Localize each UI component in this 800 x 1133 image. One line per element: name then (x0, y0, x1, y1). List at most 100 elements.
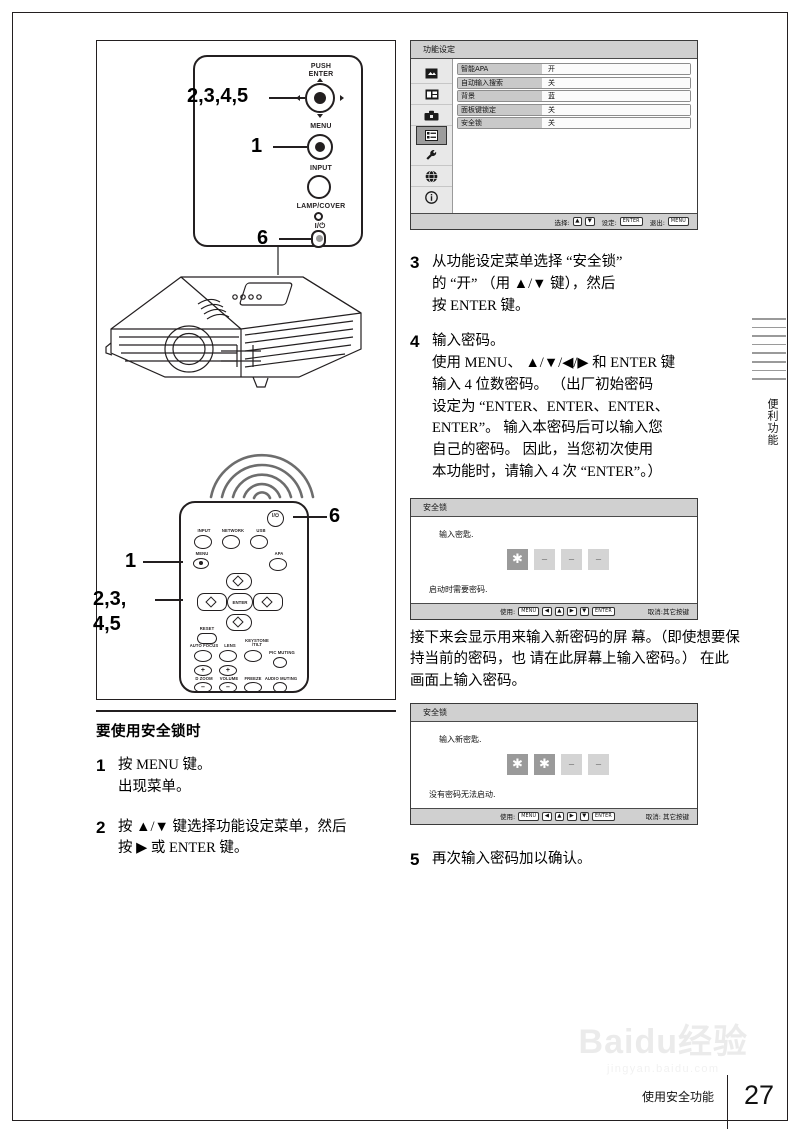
menu-label: MENU (310, 123, 332, 130)
osd-menu-body: 智能APA 开 自动输入搜索 关 背景 蓝 面板键锁定 关 安全锁 关 (411, 59, 697, 213)
right-step-5-line-1: 再次输入密码加以确认。 (432, 850, 592, 867)
right-step-4: 4 输入密码。 使用 MENU、 ▲/▼/◀/▶ 和 ENTER 键 输入 4 … (410, 331, 740, 483)
picture-icon[interactable] (411, 63, 452, 84)
installation-icon[interactable] (411, 145, 452, 166)
osd-row-key: 背景 (458, 91, 542, 101)
callout-line-menu (273, 146, 307, 148)
menu-key: MENU (518, 811, 540, 821)
osd-row-panel-key-lock[interactable]: 面板键锁定 关 (457, 103, 691, 116)
connector-stem (277, 247, 279, 275)
screen-icon[interactable] (411, 84, 452, 105)
remote-input-label: INPUT (197, 528, 211, 533)
menu-key: MENU (667, 217, 689, 226)
osd-row-auto-input-search[interactable]: 自动输入搜索 关 (457, 76, 691, 89)
enter-key: ENTER (619, 217, 643, 226)
right-step-3-line-3: 按 ENTER 键。 (432, 297, 530, 314)
middle-paragraph-line-1: 接下来会显示用来输入新密码的屏 (410, 629, 628, 646)
osd-row-intelligent-apa[interactable]: 智能APA 开 (457, 63, 691, 75)
lamp-cover-label: LAMP/COVER (296, 203, 346, 210)
left-step-1-line-2: 出现菜单。 (118, 778, 191, 795)
passcode-slot-2[interactable]: – (534, 548, 555, 570)
dialog-2-footer: 使用: MENU ◀ ▲ ▶ ▼ ENTER 取消: 其它按键 (411, 807, 697, 824)
enter-knob-center (314, 92, 326, 104)
remote-volume-label: VOLUME (219, 676, 239, 681)
dialog-2-passcode-slots[interactable]: ✱ ✱ – – (507, 753, 609, 775)
dialog-1-cancel-label: 取消:其它按键 (647, 608, 689, 616)
dialog-2-title: 安全锁 (411, 703, 697, 722)
function-icon[interactable] (416, 126, 447, 145)
remote-volume-minus-glyph: – (226, 684, 230, 691)
osd-row-list: 智能APA 开 自动输入搜索 关 背景 蓝 面板键锁定 关 安全锁 关 (453, 59, 697, 213)
remote-dpad-up (226, 573, 252, 590)
remote-freeze-label: FREEZE (244, 676, 262, 681)
right-step-5-number: 5 (410, 849, 420, 869)
remote-volume-plus-button (219, 665, 237, 676)
right-step-3-body: 从功能设定菜单选择 “安全锁” 的 “开” （用 ▲/▼ 键），然后 按 ENT… (432, 252, 740, 317)
side-thumb-tab: 便利功能 (750, 318, 786, 498)
osd-row-security-lock[interactable]: 安全锁 关 (457, 117, 691, 129)
remote-menu-label: MENU (195, 551, 209, 556)
remote-freeze-button (244, 682, 262, 693)
osd-menu-footer: 选择: ▲ ▼ 设定: ENTER 退出: MENU (411, 213, 697, 229)
passcode-slot-4[interactable]: – (588, 548, 609, 570)
page-border (12, 12, 788, 1121)
callout-number-remote-menu: 1 (125, 550, 137, 572)
section-divider (96, 710, 396, 712)
left-step-2-body: 按 ▲/▼ 键选择功能设定菜单，然后 按 ▶ 或 ENTER 键。 (118, 817, 396, 861)
dialog-1-passcode-slots[interactable]: ✱ – – – (507, 548, 609, 570)
footer-divider (726, 1075, 728, 1129)
callout-number-power: 6 (257, 227, 269, 249)
right-step-3-line-2: 的 “开” （用 ▲/▼ 键），然后 (432, 275, 616, 292)
security-lock-dialog-new-key: 安全锁 输入新密匙. ✱ ✱ – – 没有密码无法启动. 使用: MENU ◀ … (410, 702, 698, 825)
right-step-4-detail-1: 使用 MENU、 ▲/▼/◀/▶ 和 ENTER 键 (432, 355, 676, 371)
right-step-4-detail-6: 本功能时，请输入 4 次 “ENTER”。） (432, 463, 662, 480)
right-step-3-number: 3 (410, 253, 420, 272)
right-step-5: 5 再次输入密码加以确认。 (410, 849, 740, 872)
arrow-right-key: ▶ (567, 606, 577, 616)
callout-number-remote-power: 6 (329, 505, 341, 527)
middle-paragraph-line-3: 请在此屏幕上输入密码。） (529, 651, 697, 668)
osd-menu-title: 功能设定 (411, 41, 697, 59)
remote-autofocus-label: AUTO FOCUS (189, 643, 219, 648)
power-switch (311, 230, 326, 248)
osd-row-value: 关 (542, 77, 690, 88)
network-icon[interactable] (411, 166, 452, 187)
passcode-slot-4[interactable]: – (588, 753, 609, 775)
information-icon[interactable] (411, 187, 452, 207)
side-tab-label: 便利功能 (766, 398, 779, 446)
right-step-4-line-1: 输入密码。 (432, 333, 505, 350)
remote-volume-minus-button (219, 682, 237, 693)
remote-audio-muting-label: AUDIO MUTING (264, 676, 298, 681)
passcode-slot-2[interactable]: ✱ (534, 753, 555, 775)
dialog-2-note: 没有密码无法启动. (429, 789, 496, 799)
remote-power-label: I/⏻ (271, 513, 280, 519)
callout-number-menu: 1 (251, 135, 263, 157)
right-step-4-number: 4 (410, 332, 420, 352)
passcode-slot-3[interactable]: – (561, 548, 582, 570)
section-heading: 要使用安全锁时 (96, 724, 201, 740)
remote-dzoom-plus-glyph: + (200, 667, 206, 674)
enter-key: ENTER (592, 606, 615, 616)
passcode-slot-1[interactable]: ✱ (507, 753, 528, 775)
remote-power-button (267, 510, 284, 527)
arrow-right-key: ▶ (567, 811, 577, 821)
passcode-slot-3[interactable]: – (561, 753, 582, 775)
remote-usb-button (250, 535, 268, 549)
dialog-1-title: 安全锁 (411, 498, 697, 517)
remote-volume-plus-glyph: + (225, 667, 231, 674)
dialog-1-footer: 使用: MENU ◀ ▲ ▶ ▼ ENTER 取消:其它按键 (411, 602, 697, 619)
footer-section-label: 使用安全功能 (641, 1090, 714, 1104)
security-lock-dialog-enter-key: 安全锁 输入密匙. ✱ – – – 启动时需要密码. 使用: MENU ◀ ▲ … (410, 497, 698, 620)
passcode-slot-1[interactable]: ✱ (507, 548, 528, 570)
right-step-3: 3 从功能设定菜单选择 “安全锁” 的 “开” （用 ▲/▼ 键），然后 按 E… (410, 252, 740, 317)
osd-set-label: 设定: (601, 218, 617, 227)
osd-row-background[interactable]: 背景 蓝 (457, 90, 691, 102)
remote-network-button (222, 535, 240, 549)
right-step-5-body: 再次输入密码加以确认。 (432, 849, 740, 871)
page-number: 27 (743, 1080, 774, 1110)
setup-icon[interactable] (411, 105, 452, 126)
left-step-2: 2 按 ▲/▼ 键选择功能设定菜单，然后 按 ▶ 或 ENTER 键。 (96, 817, 396, 861)
left-step-1-body: 按 MENU 键。 出现菜单。 (118, 755, 396, 799)
remote-lens-label: LENS (224, 643, 236, 648)
